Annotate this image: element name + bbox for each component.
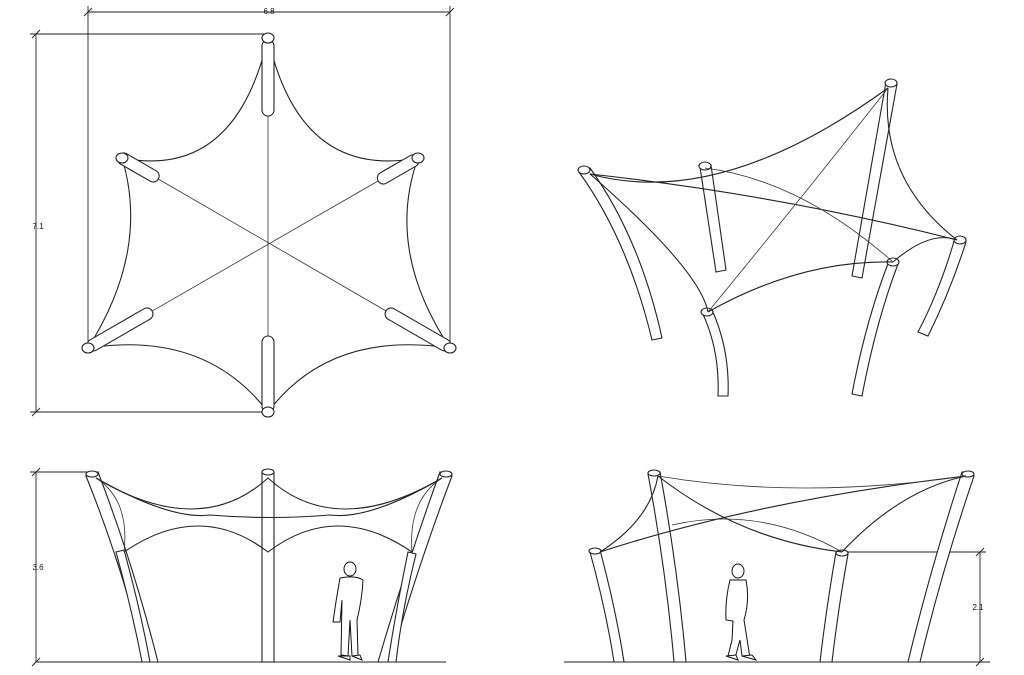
perspective-pole	[851, 260, 899, 397]
perspective-pole	[578, 167, 663, 341]
side-height-dimension: 2.1	[842, 547, 986, 667]
front-height-dimension: 3.6	[30, 467, 92, 667]
front-height-label: 3.6	[32, 563, 44, 572]
plan-width-label: 6.8	[263, 7, 275, 16]
perspective-membrane-edge	[707, 261, 894, 313]
front-membrane-edge	[123, 525, 413, 553]
perspective-membrane-edge	[589, 173, 709, 313]
perspective-membrane-seam	[707, 87, 889, 313]
plan-pole	[81, 307, 154, 354]
side-membrane-seam	[671, 518, 843, 553]
side-elevation: 2.1	[564, 469, 990, 667]
side-pole	[589, 549, 625, 663]
perspective-membrane-edge	[589, 87, 889, 183]
side-membrane-edge	[657, 475, 843, 553]
plan-pole	[376, 152, 425, 185]
side-pole	[907, 471, 975, 663]
perspective-pole	[699, 164, 727, 273]
perspective-view	[577, 78, 967, 397]
side-human-figure	[725, 563, 758, 661]
front-membrane-edge	[95, 477, 443, 510]
plan-depth-dimension: 7.1	[30, 29, 268, 417]
side-pole	[647, 471, 687, 663]
front-membrane-seam	[411, 477, 443, 553]
plan-pole	[261, 335, 275, 418]
perspective-membrane-edge	[892, 237, 958, 263]
perspective-membrane-edge	[589, 173, 958, 241]
front-pole	[377, 471, 453, 663]
plan-width-dimension: 6.8	[83, 6, 455, 350]
side-height-label: 2.1	[972, 603, 984, 612]
plan-depth-label: 7.1	[32, 222, 44, 231]
plan-pole	[384, 307, 457, 354]
perspective-pole	[917, 237, 967, 337]
front-membrane-seam	[95, 477, 126, 553]
perspective-pole	[701, 309, 729, 397]
perspective-pole	[851, 81, 898, 279]
front-membrane-edge	[95, 477, 443, 519]
plan-pole	[115, 152, 160, 183]
front-pole	[387, 551, 417, 663]
side-membrane-edge	[599, 475, 659, 553]
side-membrane-edge	[841, 475, 967, 553]
front-human-figure	[332, 561, 364, 661]
front-elevation: 3.6	[30, 467, 453, 667]
front-pole	[115, 549, 151, 663]
front-pole	[261, 471, 275, 663]
plan-view: 6.8 7.1	[30, 6, 457, 418]
side-membrane-seam	[657, 475, 967, 489]
side-pole	[819, 551, 849, 663]
plan-pole	[261, 32, 275, 117]
perspective-membrane-seam	[704, 167, 894, 263]
perspective-membrane-edge	[886, 87, 958, 241]
